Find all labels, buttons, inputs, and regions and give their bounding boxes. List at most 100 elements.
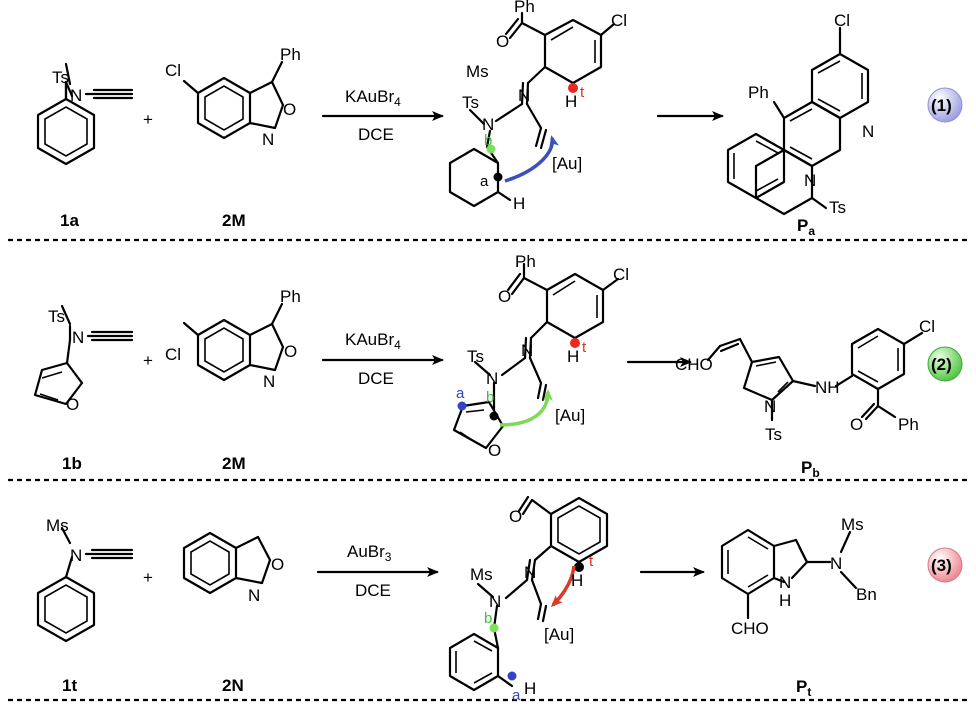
compound-label-2N: 2N — [222, 676, 244, 695]
reagent-label: AuBr3 — [347, 542, 392, 564]
site-label-a: a — [512, 687, 521, 704]
product-label: Pb — [801, 458, 820, 480]
ts-label: Ts — [462, 93, 479, 112]
nitrogen-label: N — [486, 369, 498, 388]
imine-nitrogen-label: N — [524, 563, 536, 582]
reaction-3: Ms N 1t + O N 2N AuBr3 DCE — [36, 495, 963, 704]
product-label: Pa — [797, 216, 815, 238]
benzyl-label: Bn — [856, 585, 877, 604]
site-t-dot — [568, 83, 578, 93]
site-t-dot — [574, 562, 584, 572]
oxygen-label: O — [283, 100, 296, 119]
ts-label: Ts — [48, 307, 65, 326]
nitrogen-label: N — [70, 546, 82, 565]
chlorine-label: Cl — [919, 317, 935, 336]
intermediate-2: Ph O Cl N Ts N O H [Au] a b t — [452, 252, 629, 460]
indole-nitrogen-label: N — [779, 573, 791, 592]
chlorine-label: Cl — [611, 11, 627, 30]
compound-label-2M: 2M — [222, 211, 246, 230]
compound-1a: Ts N 1a — [36, 62, 134, 230]
hydrogen-label: H — [571, 571, 583, 590]
oxygen-label: O — [271, 555, 284, 574]
product-Pb: CHO N Ts NH O Ph Cl Pb — [675, 317, 935, 480]
reagent-label: KAuBr4 — [345, 330, 401, 352]
nitrogen-label: N — [489, 592, 501, 611]
phenyl-label: Ph — [514, 0, 535, 16]
site-label-b: b — [484, 132, 492, 149]
site-t-dot — [570, 338, 580, 348]
nitrogen-label: N — [248, 586, 260, 605]
site-label-t: t — [582, 339, 587, 356]
oxygen-label: O — [66, 395, 79, 414]
cyclization-arrow — [504, 135, 560, 183]
equation-number: (2) — [931, 355, 952, 374]
site-label-t: t — [580, 84, 585, 101]
product-Pa: Cl Ph N N Ts Pa — [726, 11, 874, 238]
site-label-b: b — [484, 610, 492, 627]
ms-label: Ms — [466, 62, 489, 81]
oxygen-label: O — [284, 342, 297, 361]
site-label-a: a — [480, 173, 489, 190]
hydrogen-label: H — [513, 194, 525, 213]
equation-badge-3: (3) — [927, 547, 963, 583]
equation-number: (1) — [931, 96, 952, 115]
nitrogen-label: N — [263, 372, 275, 391]
compound-1t: Ms N 1t — [36, 516, 134, 695]
site-label-t: t — [589, 553, 594, 570]
plus-sign: + — [143, 351, 153, 370]
plus-sign: + — [143, 110, 153, 129]
site-a-dot — [507, 671, 517, 681]
compound-2M: Cl Ph O N 2M — [165, 287, 301, 473]
chlorine-label: Cl — [613, 265, 629, 284]
oxygen-label: O — [509, 507, 522, 526]
site-b-dot — [486, 144, 496, 154]
nitrogen-label: N — [482, 115, 494, 134]
ts-label: Ts — [52, 68, 69, 87]
nitrogen-label: N — [830, 554, 842, 573]
cyclization-arrow — [499, 389, 553, 427]
compound-1b: Ts N O 1b — [33, 304, 134, 473]
ring-nitrogen-label: N — [862, 122, 874, 141]
nitrogen-label: N — [72, 328, 84, 347]
site-a-dot — [457, 401, 467, 411]
compound-label-2M: 2M — [222, 454, 246, 473]
nitrogen-label: N — [70, 86, 82, 105]
site-label-a: a — [456, 385, 465, 402]
site-a-dot — [493, 172, 503, 182]
nitrogen-label: N — [804, 171, 816, 190]
solvent-label: DCE — [355, 581, 391, 600]
cyclization-arrow — [550, 565, 576, 608]
oxygen-label: O — [850, 415, 863, 434]
phenyl-label: Ph — [280, 45, 301, 64]
reaction-arrow-1: KAuBr4 DCE — [321, 87, 444, 144]
site-label-b: b — [486, 389, 494, 406]
solvent-label: DCE — [358, 125, 394, 144]
phenyl-label: Ph — [280, 287, 301, 306]
gold-label: [Au] — [544, 625, 574, 644]
imine-nitrogen-label: N — [521, 341, 533, 360]
intermediate-1: Ph O Cl Ms N Ts N H H [Au] b a t — [448, 0, 627, 213]
reagent-label: KAuBr4 — [345, 87, 401, 109]
reaction-2: Ts N O 1b + Cl Ph O N 2M KAuBr4 DCE — [33, 252, 963, 480]
ms-label: Ms — [470, 565, 493, 584]
compound-label-1t: 1t — [62, 676, 77, 695]
plus-sign: + — [143, 568, 153, 587]
reaction-arrow-2: KAuBr4 DCE — [321, 330, 444, 388]
ring-oxygen-label: O — [488, 441, 501, 460]
ts-label: Ts — [765, 425, 782, 444]
aldehyde-label: CHO — [675, 355, 713, 374]
phenyl-label: Ph — [515, 252, 536, 271]
compound-label-1a: 1a — [60, 211, 79, 230]
reaction-1: Ts N 1a + Cl Ph O N 2M KAuBr4 DCE — [36, 0, 963, 238]
ts-label: Ts — [829, 198, 846, 217]
site-b-dot — [489, 411, 499, 421]
chlorine-label: Cl — [165, 61, 181, 80]
site-b-dot — [489, 623, 499, 633]
imine-nitrogen-label: N — [518, 86, 530, 105]
compound-2N: O N 2N — [182, 531, 284, 695]
equation-number: (3) — [931, 556, 952, 575]
nitrogen-label: N — [764, 397, 776, 416]
nitrogen-label: N — [262, 130, 274, 149]
equation-badge-1: (1) — [927, 87, 963, 123]
